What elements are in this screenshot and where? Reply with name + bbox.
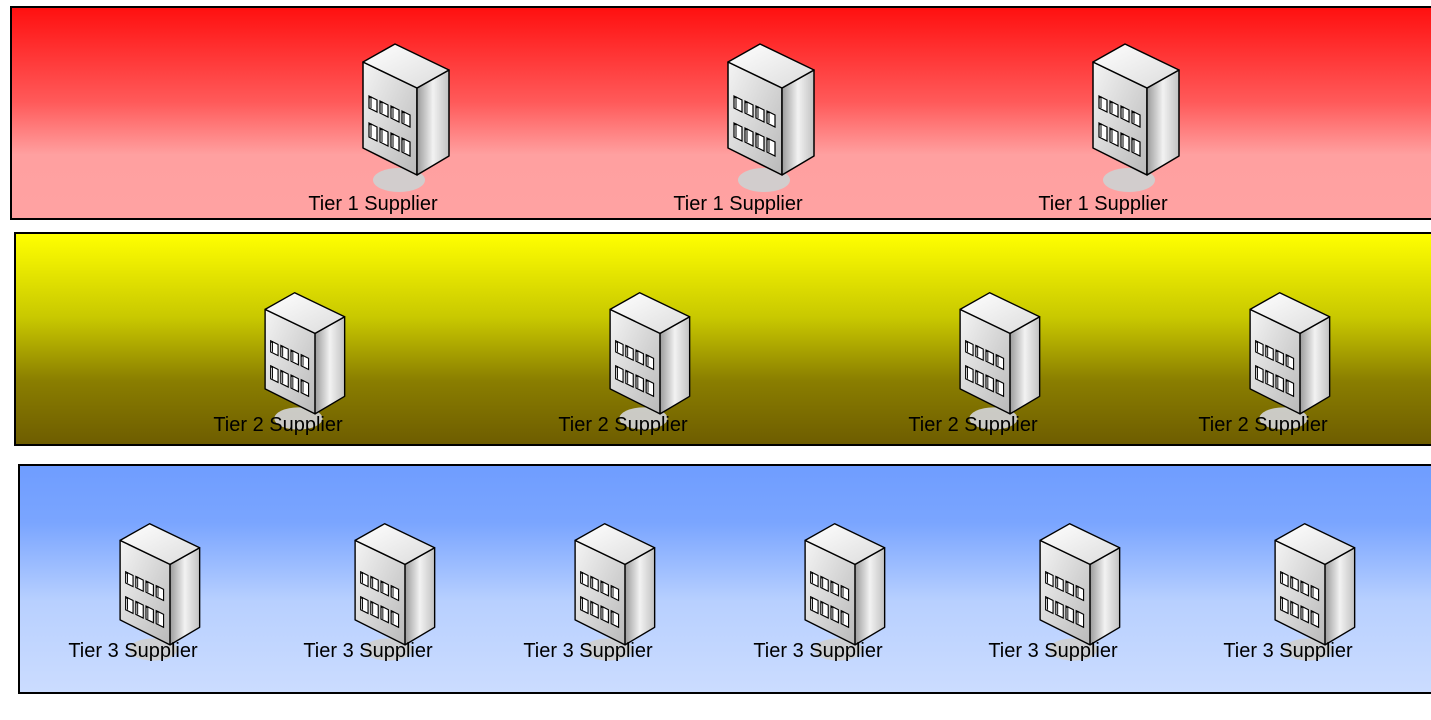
supplier-label: Tier 3 Supplier xyxy=(68,640,198,662)
supplier-node: Tier 1 Supplier xyxy=(1018,40,1188,240)
supplier-label: Tier 2 Supplier xyxy=(213,414,343,436)
supplier-label: Tier 2 Supplier xyxy=(908,414,1038,436)
supplier-label: Tier 3 Supplier xyxy=(1223,640,1353,662)
supplier-label: Tier 3 Supplier xyxy=(988,640,1118,662)
building-icon xyxy=(1092,43,1180,193)
supplier-node: Tier 3 Supplier xyxy=(283,520,453,720)
tier-3-band xyxy=(18,464,1431,694)
supplier-label: Tier 2 Supplier xyxy=(558,414,688,436)
supplier-node: Tier 3 Supplier xyxy=(48,520,218,720)
supplier-label: Tier 1 Supplier xyxy=(673,193,803,215)
supplier-label: Tier 3 Supplier xyxy=(523,640,653,662)
supplier-label: Tier 3 Supplier xyxy=(753,640,883,662)
supplier-node: Tier 1 Supplier xyxy=(288,40,458,240)
supplier-node: Tier 2 Supplier xyxy=(193,289,363,489)
supplier-label: Tier 1 Supplier xyxy=(1038,193,1168,215)
building-icon xyxy=(727,43,815,193)
building-icon xyxy=(362,43,450,193)
supplier-node: Tier 2 Supplier xyxy=(888,289,1058,489)
supplier-node: Tier 3 Supplier xyxy=(733,520,903,720)
supplier-node: Tier 3 Supplier xyxy=(1203,520,1373,720)
supplier-node: Tier 3 Supplier xyxy=(968,520,1138,720)
tier-2-band xyxy=(14,232,1431,446)
supplier-node: Tier 3 Supplier xyxy=(503,520,673,720)
supplier-label: Tier 1 Supplier xyxy=(308,193,438,215)
supplier-label: Tier 3 Supplier xyxy=(303,640,433,662)
supplier-node: Tier 2 Supplier xyxy=(1178,289,1348,489)
supplier-node: Tier 2 Supplier xyxy=(538,289,708,489)
supplier-label: Tier 2 Supplier xyxy=(1198,414,1328,436)
tier-1-band xyxy=(10,6,1431,220)
supplier-node: Tier 1 Supplier xyxy=(653,40,823,240)
